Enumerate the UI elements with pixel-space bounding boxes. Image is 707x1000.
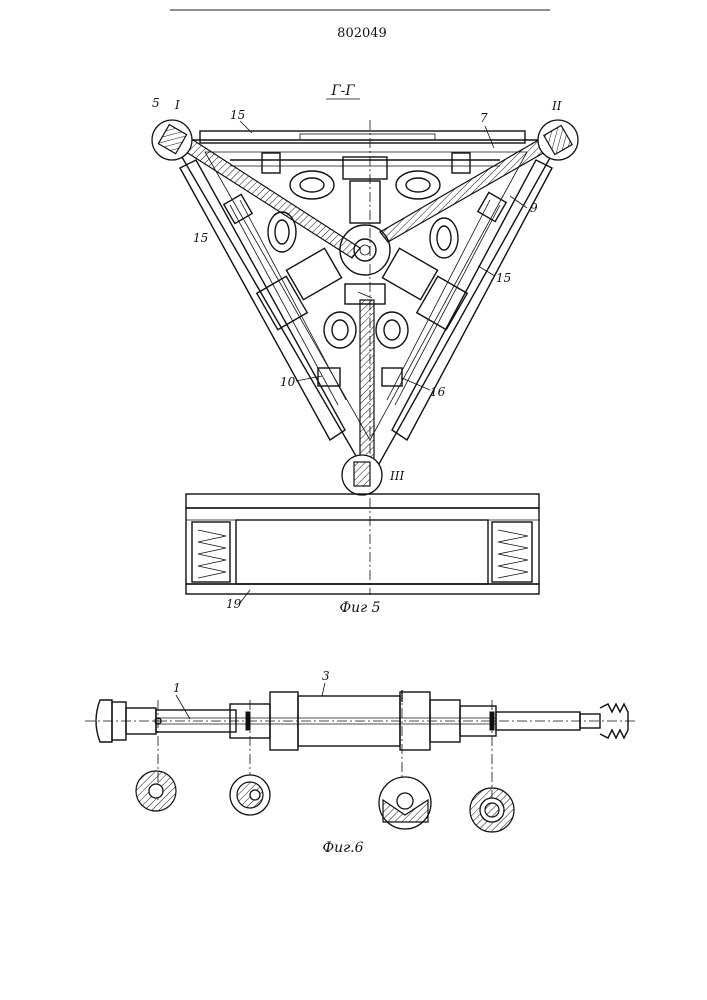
corner-block-III <box>354 462 370 486</box>
shaft-main-body <box>298 696 400 746</box>
fig5-label-7: 7 <box>480 111 488 125</box>
fig5-label-5: 5 <box>152 96 160 110</box>
fig5-label-19: 19 <box>226 597 242 611</box>
base-bottom-plate <box>186 584 539 594</box>
figure-6: 1 3 Фиг.6 <box>85 669 635 856</box>
fig6-caption: Фиг.6 <box>322 840 363 856</box>
figure-5: 5 I 15 7 II 15 9 15 10 16 III 19 Фиг 5 <box>152 96 578 616</box>
right-spring <box>498 530 528 578</box>
right-guide-block <box>478 192 506 221</box>
fig5-label-I: I <box>174 98 180 112</box>
arm-III <box>360 300 374 470</box>
top-plate <box>200 131 525 143</box>
top-plate-inner <box>300 134 435 140</box>
cross-section-3-hole <box>397 793 413 809</box>
left-spring-housing <box>192 522 230 582</box>
base-top-plate <box>186 494 539 508</box>
fig5-label-16: 16 <box>430 385 446 399</box>
leader-19 <box>240 590 250 603</box>
fig5-label-15-top: 15 <box>230 108 245 122</box>
fig5-label-III: III <box>389 469 404 483</box>
document-number: 802049 <box>337 26 387 41</box>
shaft-key-1 <box>246 712 250 730</box>
fig5-caption: Фиг 5 <box>339 600 380 616</box>
left-small-block <box>262 153 280 173</box>
fig6-label-3: 3 <box>322 669 330 683</box>
cross-section-2-hole <box>250 790 260 800</box>
fig5-label-II: II <box>551 99 562 113</box>
left-side-plate <box>180 160 345 440</box>
leader-9 <box>510 196 527 208</box>
leader-7 <box>485 126 494 148</box>
section-label: Г-Г <box>330 83 355 99</box>
cross-section-1-hole <box>149 784 163 798</box>
right-plate-line <box>395 205 500 405</box>
leader-1 <box>176 695 190 719</box>
right-small-block <box>452 153 470 173</box>
center-cylinder <box>350 181 380 223</box>
base-inner <box>236 520 488 584</box>
fig5-label-10: 10 <box>280 375 296 389</box>
fig5-label-9: 9 <box>530 201 538 215</box>
fig6-label-1: 1 <box>173 681 181 695</box>
center-hub-core <box>360 245 370 255</box>
left-spring <box>198 530 226 578</box>
fig5-label-15-right: 15 <box>496 271 511 285</box>
fig5-label-15-left: 15 <box>193 231 208 245</box>
leader-3 <box>322 683 325 696</box>
cross-section-4-core <box>485 803 499 817</box>
right-spring-housing <box>492 522 532 582</box>
leader-15-right <box>478 266 495 276</box>
